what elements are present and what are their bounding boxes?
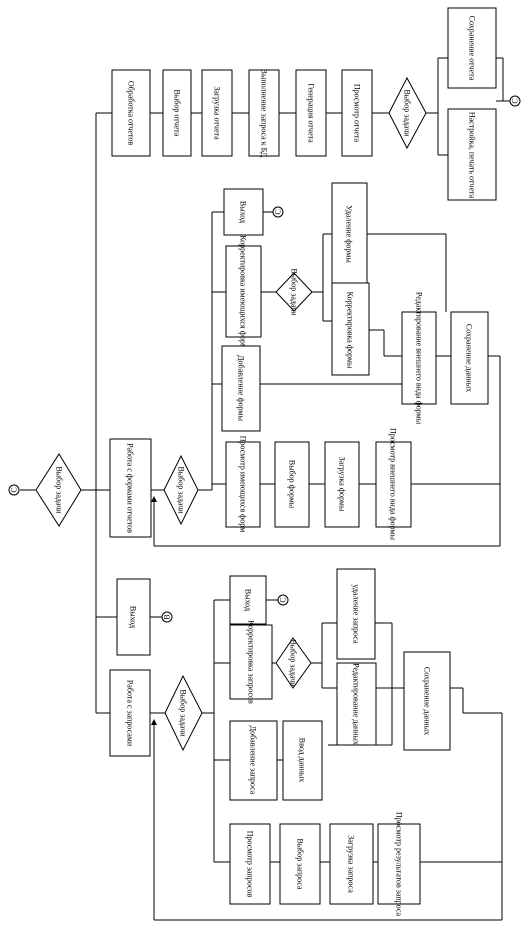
reports-option-print-label: Настройка, печать отчета (468, 112, 477, 199)
queries-view-load: Загрузка запроса (329, 823, 374, 905)
forms-exit-label: Выход (239, 201, 248, 223)
forms-correct-label: Корректировка формы (346, 292, 355, 369)
queries-decision-label: Выбор задачи (179, 689, 188, 737)
queries-add-label: Добавление запроса (249, 726, 258, 795)
queries-edit-data: Редактирование данных (336, 662, 377, 746)
forms-delete-label: Удаление формы (345, 205, 354, 263)
forms-view-load-label: Загрузка формы (338, 457, 347, 512)
reports-step-generate: Генерация отчета (295, 69, 327, 157)
forms-edit-appearance-label: Редактирование внешнего вида формы (415, 292, 424, 425)
reports-step-query: Выполнение запроса к БД (248, 69, 280, 158)
root-start-symbol: С (10, 487, 19, 492)
forms-view-select-label: Выбор формы (288, 460, 297, 509)
forms-view-select: Выбор формы (274, 441, 310, 528)
queries-view-load-label: Загрузка запроса (347, 835, 356, 893)
forms-exit-connector: С (272, 206, 284, 218)
forms-title-box: Работа с формами отчетов (109, 438, 152, 538)
reports-step-query-label: Выполнение запроса к БД (260, 69, 269, 158)
forms-view-appearance: Просмотр внешнего вида формы (375, 428, 412, 541)
reports-end-symbol: С (511, 98, 520, 103)
forms-correct: Корректировка формы (331, 282, 370, 376)
forms-exit: Выход (223, 188, 264, 236)
queries-input: Ввод данных (282, 720, 323, 801)
exit-end-connector: В (161, 611, 173, 623)
forms-save-label: Сохранение данных (465, 324, 474, 392)
forms-view: Просмотр имеющихся форм (225, 436, 261, 533)
forms-exit-symbol: С (274, 209, 283, 214)
reports-title: Обработка отчетов (127, 81, 136, 146)
queries-input-label: Ввод данных (298, 738, 307, 782)
root-decision: Выбор задачи (35, 453, 82, 527)
reports-step-load-label: Загрузка отчета (213, 86, 222, 140)
forms-save: Сохранение данных (450, 311, 489, 405)
queries-edit-decision: Выбор задачи (275, 637, 312, 689)
queries-view-select: Выбор запроса (279, 823, 321, 905)
forms-edit-decision: Выбор задачи (275, 268, 313, 316)
forms-add: Добавление формы (221, 345, 261, 432)
queries-decision: Выбор задачи (164, 674, 203, 752)
queries-view-label: Просмотр запросов (246, 831, 255, 898)
forms-edit-label: Корректировка имеющихся форм (239, 235, 248, 349)
reports-title-box: Обработка отчетов (111, 69, 151, 157)
reports-decision: Выбор задачи (388, 76, 427, 150)
reports-option-save-label: Сохранение отчета (468, 16, 477, 81)
reports-option-print: Настройка, печать отчета (447, 108, 497, 201)
forms-add-label: Добавление формы (237, 355, 246, 422)
queries-save-label: Сохранение данных (423, 667, 432, 735)
queries-delete: удаление запроса (336, 568, 376, 660)
reports-step-generate-label: Генерация отчета (307, 83, 316, 143)
queries-edit-data-label: Редактирование данных (352, 663, 361, 745)
queries-edit-decision-label: Выбор задачи (289, 639, 298, 687)
queries-edit: Корректировка запросов (229, 620, 273, 704)
forms-title: Работа с формами отчетов (126, 443, 135, 533)
reports-decision-label: Выбор задачи (403, 89, 412, 137)
queries-view-results: Просмотр результатов запроса (377, 812, 421, 917)
queries-view-results-label: Просмотр результатов запроса (395, 812, 404, 917)
reports-step-select: Выбор отчета (162, 69, 192, 157)
reports-end-connector: С (509, 95, 521, 107)
forms-view-appearance-label: Просмотр внешнего вида формы (389, 428, 398, 541)
queries-edit-label: Корректировка запросов (247, 620, 256, 704)
reports-option-save: Сохранение отчета (447, 7, 497, 89)
exit-label: Выход (129, 606, 138, 628)
exit-end-symbol: В (163, 614, 172, 619)
forms-edit-decision-label: Выбор задачи (290, 268, 299, 316)
reports-step-load: Загрузка отчета (201, 69, 233, 157)
forms-view-label: Просмотр имеющихся форм (239, 436, 248, 533)
queries-save: Сохранение данных (403, 651, 451, 751)
queries-view-select-label: Выбор запроса (296, 838, 305, 890)
queries-exit-label: Выход (244, 589, 253, 611)
forms-view-load: Загрузка формы (324, 441, 360, 528)
queries-exit: Выход (229, 575, 267, 625)
queries-title-box: Работа с запросами (109, 669, 151, 757)
queries-exit-connector: С (277, 594, 289, 606)
reports-step-select-label: Выбор отчета (173, 90, 182, 137)
connector-lines (20, 57, 510, 921)
root-start-connector: С (8, 484, 20, 496)
forms-decision: Выбор задачи (163, 454, 199, 526)
queries-exit-symbol: С (279, 597, 288, 602)
exit-box: Выход (116, 578, 151, 656)
forms-decision-label: Выбор задачи (177, 466, 186, 514)
queries-title: Работа с запросами (126, 680, 135, 747)
root-decision-label: Выбор задачи (55, 466, 64, 514)
queries-view: Просмотр запросов (229, 823, 271, 905)
forms-edit-appearance: Редактирование внешнего вида формы (401, 292, 437, 425)
queries-add: Добавление запроса (229, 720, 278, 801)
reports-step-view: Просмотр отчета (341, 69, 373, 157)
queries-delete-label: удаление запроса (352, 584, 361, 644)
reports-step-view-label: Просмотр отчета (353, 84, 362, 143)
forms-edit: Корректировка имеющихся форм (225, 235, 262, 349)
forms-delete: Удаление формы (331, 182, 368, 284)
